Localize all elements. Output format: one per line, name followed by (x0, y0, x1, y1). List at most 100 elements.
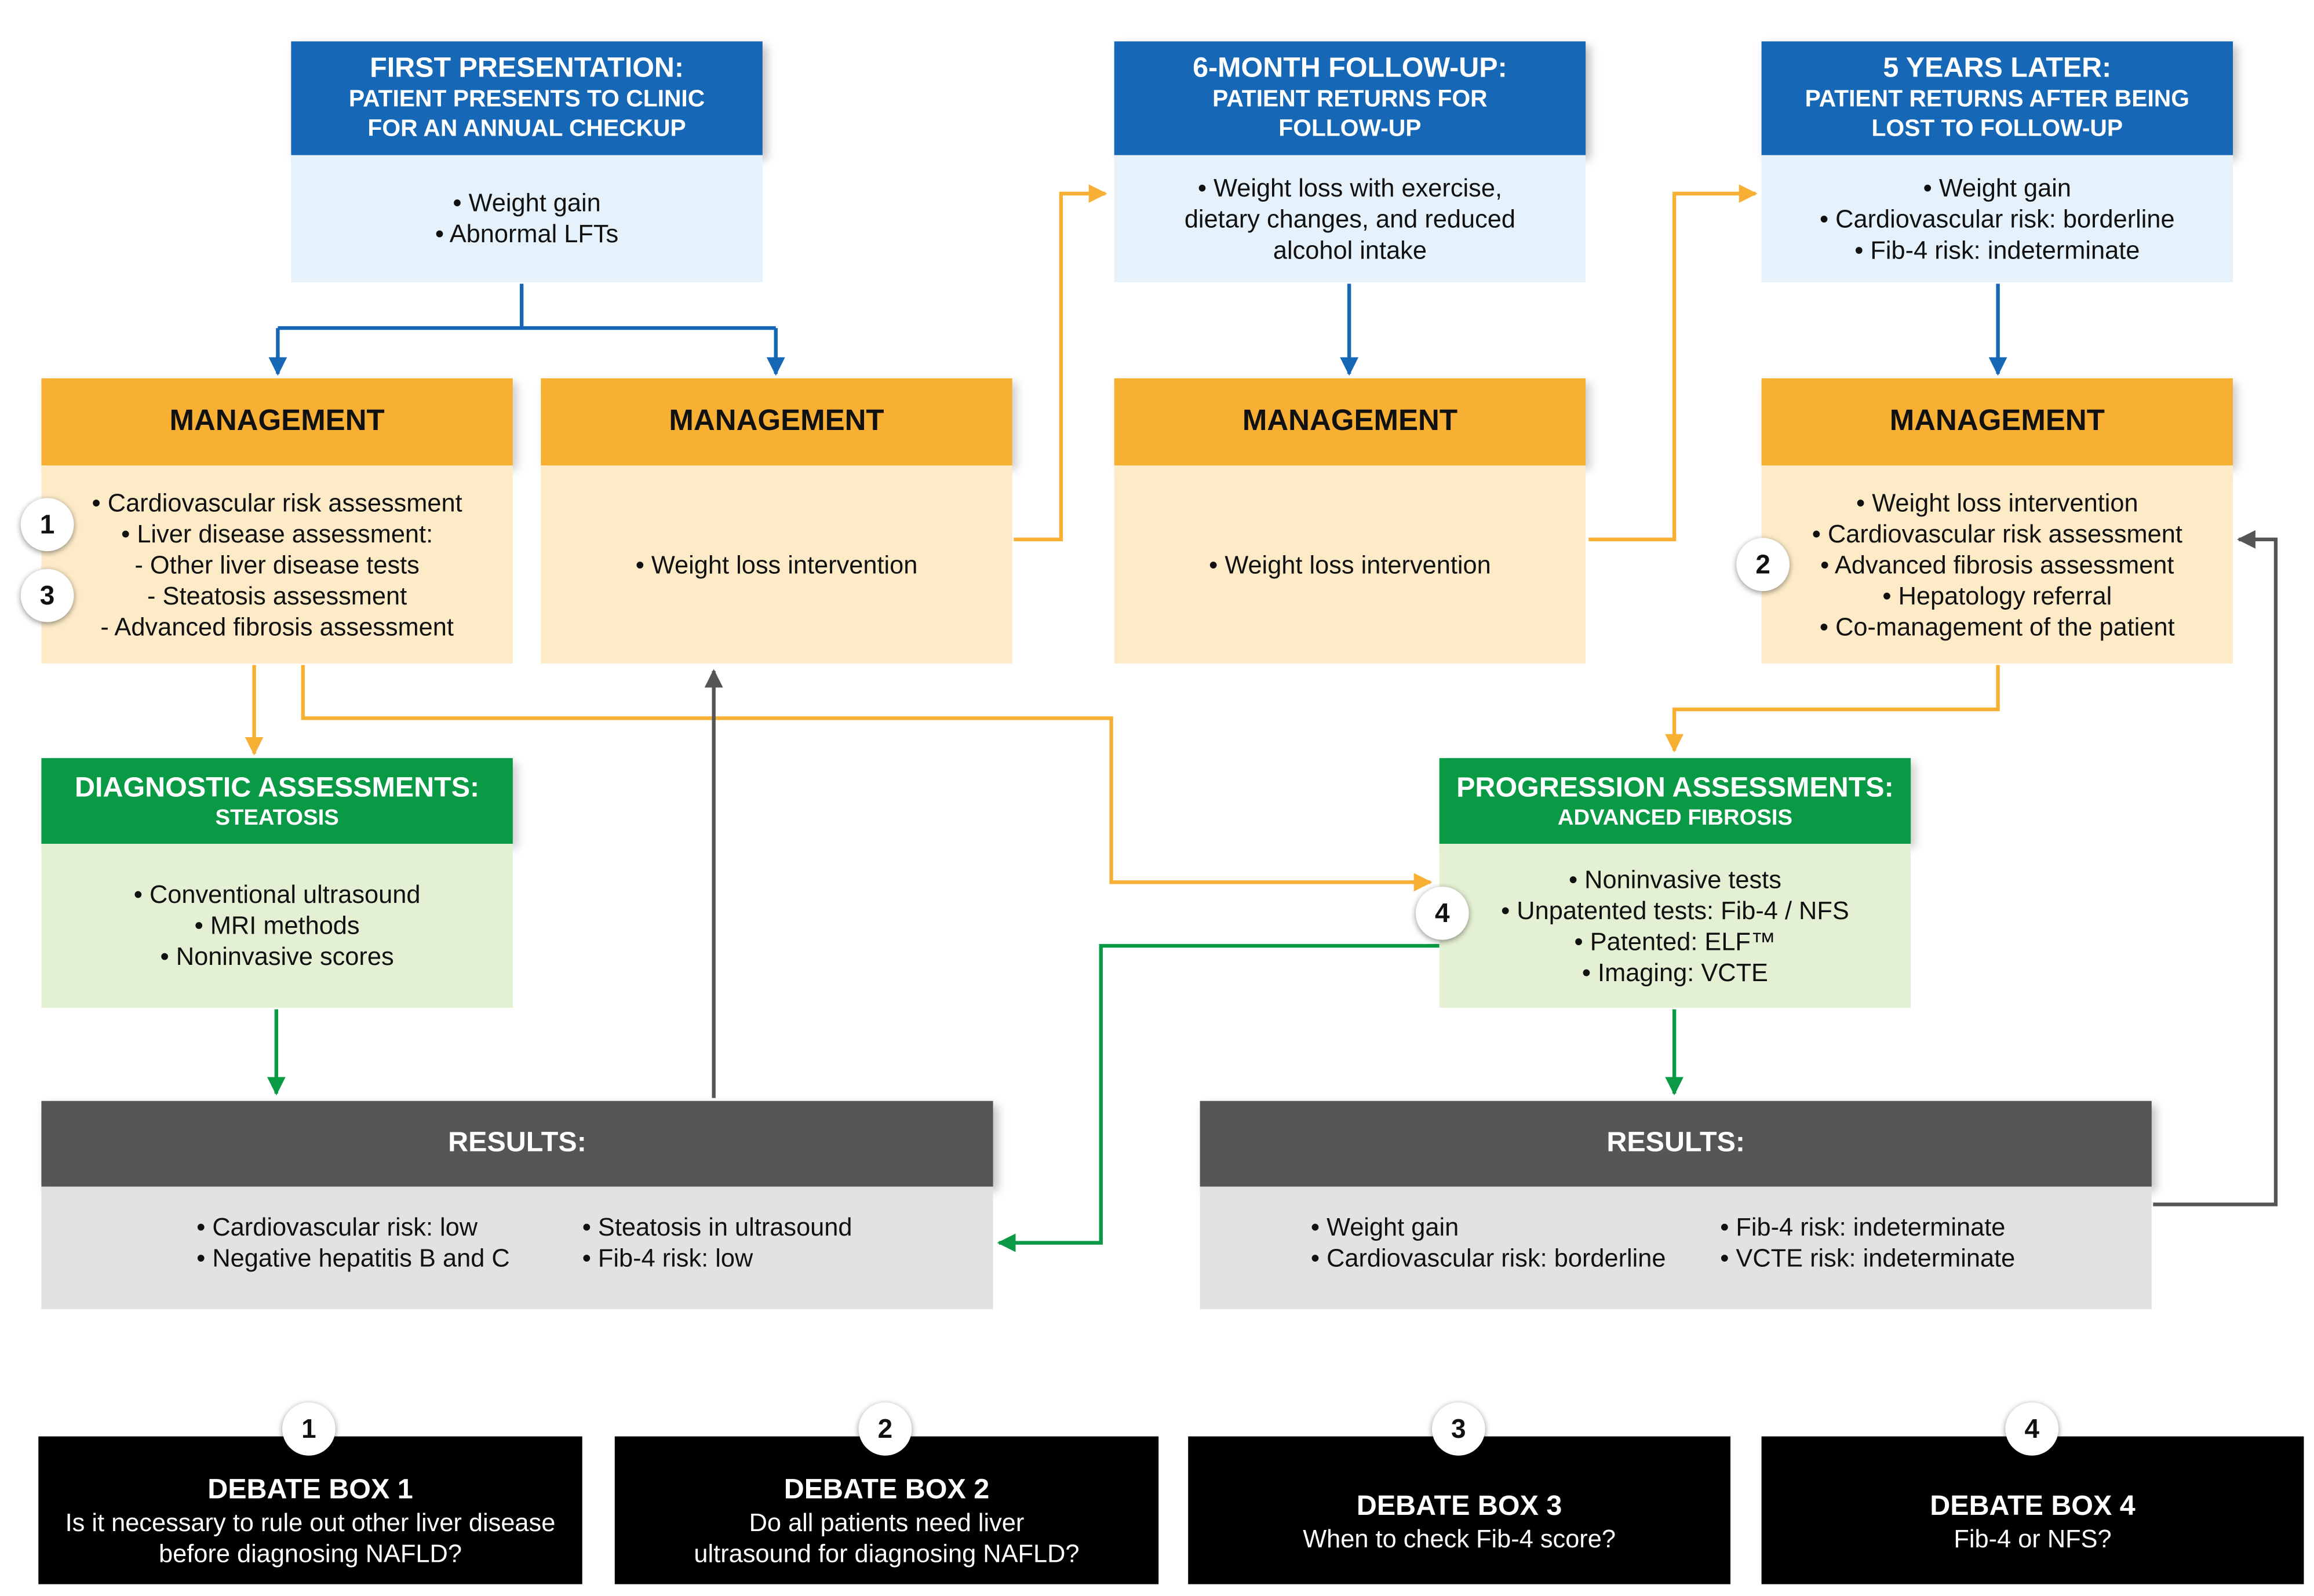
six-month-body: • Weight loss with exercise, dietary cha… (1114, 155, 1586, 283)
management-4-header: MANAGEMENT (1761, 378, 2233, 466)
debate-box-badge: 2 (858, 1402, 912, 1456)
results-2-title: RESULTS: (1606, 1127, 1745, 1159)
six-month-item: • Weight loss with exercise, (1197, 173, 1502, 202)
diagnostic-item: • Conventional ultrasound (133, 880, 421, 909)
arrow-management2-to-six-month (1014, 184, 1107, 541)
first-presentation-header: FIRST PRESENTATION: PATIENT PRESENTS TO … (291, 41, 763, 155)
management-2-title: MANAGEMENT (669, 405, 884, 438)
debate-box-question: Do all patients need liver (749, 1508, 1025, 1537)
management-1-item: • Liver disease assessment: (121, 519, 433, 548)
progression-header: PROGRESSION ASSESSMENTS: ADVANCED FIBROS… (1439, 758, 1911, 844)
management-2-item: • Weight loss intervention (635, 550, 918, 579)
first-presentation-subtitle: PATIENT PRESENTS TO CLINIC (348, 87, 705, 112)
management-4-item: • Weight loss intervention (1856, 488, 2138, 517)
arrow-management3-to-five-years (1588, 184, 1758, 541)
diagnostic-header: DIAGNOSTIC ASSESSMENTS: STEATOSIS (41, 758, 513, 844)
progression-body: • Noninvasive tests • Unpatented tests: … (1439, 844, 1911, 1008)
five-years-subtitle: PATIENT RETURNS AFTER BEING (1805, 87, 2190, 112)
debate-badge-3: 3 (20, 569, 74, 622)
debate-badge-2: 2 (1736, 538, 1790, 591)
debate-box-question: Is it necessary to rule out other liver … (65, 1508, 556, 1537)
results-2-item: • Cardiovascular risk: borderline (1310, 1244, 1666, 1273)
management-4-item: • Hepatology referral (1882, 581, 2112, 610)
first-presentation-subtitle: FOR AN ANNUAL CHECKUP (367, 116, 686, 142)
progression-item: • Noninvasive tests (1568, 865, 1781, 894)
management-1-item: - Steatosis assessment (147, 581, 407, 610)
debate-box-title: DEBATE BOX 2 (784, 1474, 990, 1506)
management-1-body: • Cardiovascular risk assessment • Liver… (41, 465, 513, 664)
management-1-item: - Advanced fibrosis assessment (100, 612, 454, 641)
debate-badge-1: 1 (20, 498, 74, 552)
progression-title: PROGRESSION ASSESSMENTS: (1456, 773, 1894, 804)
management-1-title: MANAGEMENT (169, 405, 385, 438)
management-4-item: • Advanced fibrosis assessment (1820, 550, 2174, 579)
diagnostic-item: • Noninvasive scores (160, 942, 394, 971)
debate-box-question: Fib-4 or NFS? (1954, 1524, 2112, 1553)
results-2-header: RESULTS: (1200, 1101, 2152, 1187)
management-1-item: - Other liver disease tests (134, 550, 420, 579)
management-4-title: MANAGEMENT (1889, 405, 2105, 438)
results-1-title: RESULTS: (448, 1127, 586, 1159)
six-month-title: 6-MONTH FOLLOW-UP: (1193, 53, 1507, 85)
debate-box-2: DEBATE BOX 2 Do all patients need liver … (614, 1436, 1159, 1584)
management-1-header: MANAGEMENT (41, 378, 513, 466)
debate-box-question: before diagnosing NAFLD? (159, 1540, 462, 1568)
arrow-first-to-management (276, 283, 778, 373)
management-2-header: MANAGEMENT (541, 378, 1012, 466)
progression-subtitle: ADVANCED FIBROSIS (1557, 805, 1793, 831)
first-presentation-item: • Abnormal LFTs (435, 220, 619, 249)
debate-box-badge: 3 (1431, 1402, 1485, 1456)
debate-box-title: DEBATE BOX 3 (1356, 1490, 1562, 1522)
debate-box-question: ultrasound for diagnosing NAFLD? (694, 1540, 1080, 1568)
management-4-item: • Cardiovascular risk assessment (1812, 519, 2182, 548)
six-month-item: alcohol intake (1273, 235, 1427, 264)
debate-box-1: DEBATE BOX 1 Is it necessary to rule out… (38, 1436, 582, 1584)
management-2-body: • Weight loss intervention (541, 465, 1012, 664)
results-2-body: • Weight gain • Cardiovascular risk: bor… (1200, 1186, 2152, 1310)
diagnostic-title: DIAGNOSTIC ASSESSMENTS: (75, 773, 480, 804)
debate-box-title: DEBATE BOX 1 (207, 1474, 413, 1506)
five-years-subtitle: LOST TO FOLLOW-UP (1871, 116, 2123, 142)
management-1-item: • Cardiovascular risk assessment (92, 488, 462, 517)
management-4-item: • Co-management of the patient (1819, 612, 2175, 641)
results-1-item: • Negative hepatitis B and C (196, 1244, 510, 1273)
results-2-item: • Weight gain (1310, 1213, 1459, 1241)
progression-item: • Unpatented tests: Fib-4 / NFS (1501, 896, 1849, 925)
five-years-item: • Cardiovascular risk: borderline (1819, 205, 2175, 233)
six-month-subtitle: PATIENT RETURNS FOR (1212, 87, 1488, 112)
results-1-header: RESULTS: (41, 1101, 993, 1187)
progression-item: • Imaging: VCTE (1581, 958, 1768, 987)
six-month-item: dietary changes, and reduced (1184, 205, 1516, 233)
six-month-header: 6-MONTH FOLLOW-UP: PATIENT RETURNS FOR F… (1114, 41, 1586, 155)
five-years-body: • Weight gain • Cardiovascular risk: bor… (1761, 155, 2233, 283)
first-presentation-title: FIRST PRESENTATION: (370, 53, 684, 85)
diagnostic-subtitle: STEATOSIS (215, 805, 339, 831)
results-1-item: • Steatosis in ultrasound (582, 1213, 852, 1241)
results-2-item: • Fib-4 risk: indeterminate (1720, 1213, 2006, 1241)
debate-box-question: When to check Fib-4 score? (1303, 1524, 1616, 1553)
results-1-item: • Cardiovascular risk: low (196, 1213, 478, 1241)
first-presentation-item: • Weight gain (453, 189, 601, 217)
management-3-title: MANAGEMENT (1242, 405, 1457, 438)
management-3-body: • Weight loss intervention (1114, 465, 1586, 664)
debate-box-badge: 1 (282, 1402, 336, 1456)
progression-item: • Patented: ELF™ (1574, 927, 1776, 956)
results-1-item: • Fib-4 risk: low (582, 1244, 753, 1273)
five-years-item: • Weight gain (1923, 173, 2071, 202)
management-4-body: • Weight loss intervention • Cardiovascu… (1761, 465, 2233, 664)
six-month-subtitle: FOLLOW-UP (1278, 116, 1422, 142)
arrow-management4-to-progression (1665, 665, 2000, 753)
management-3-item: • Weight loss intervention (1209, 550, 1491, 579)
five-years-title: 5 YEARS LATER: (1883, 53, 2112, 85)
five-years-header: 5 YEARS LATER: PATIENT RETURNS AFTER BEI… (1761, 41, 2233, 155)
diagnostic-item: • MRI methods (194, 912, 360, 940)
management-3-header: MANAGEMENT (1114, 378, 1586, 466)
debate-badge-4: 4 (1415, 887, 1469, 940)
five-years-item: • Fib-4 risk: indeterminate (1854, 235, 2140, 264)
debate-box-3: DEBATE BOX 3 When to check Fib-4 score? (1188, 1436, 1731, 1584)
diagnostic-body: • Conventional ultrasound • MRI methods … (41, 844, 513, 1008)
results-1-body: • Cardiovascular risk: low • Negative he… (41, 1186, 993, 1310)
debate-box-badge: 4 (2005, 1402, 2059, 1456)
first-presentation-body: • Weight gain • Abnormal LFTs (291, 155, 763, 283)
